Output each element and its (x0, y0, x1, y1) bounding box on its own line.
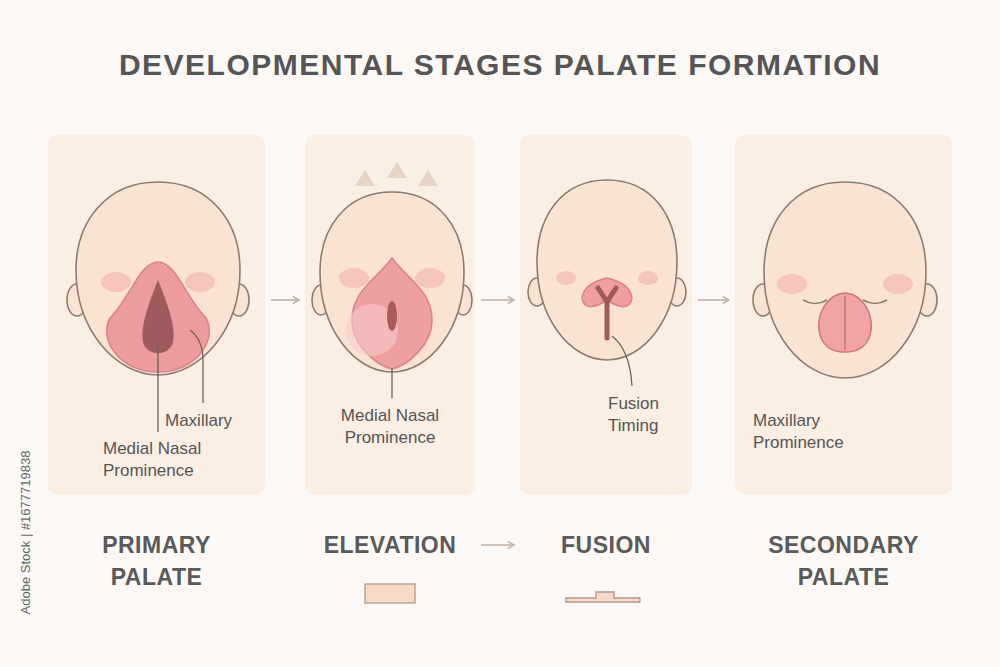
face-primary (185, 272, 215, 292)
stage-icon (566, 592, 640, 602)
stage-heading: ELEVATION (305, 530, 475, 562)
part-label: Fusion Timing (608, 393, 688, 437)
part-label: Maxillary (165, 410, 257, 432)
face-elevation (415, 268, 445, 288)
face-secondary (764, 182, 926, 378)
stage-panel: Medial Nasal ProminenceELEVATION (305, 135, 475, 600)
panel-ground (305, 135, 475, 495)
stage-heading: FUSION (521, 530, 691, 562)
leader-line (157, 345, 158, 432)
stage-panel: Fusion TimingFUSION (520, 135, 692, 600)
watermark: Adobe Stock | #1677719838 (18, 423, 33, 643)
leader-line (391, 368, 392, 398)
stage-arrow (271, 299, 299, 301)
face-elevation (418, 170, 438, 186)
part-label: Medial Nasal Prominence (103, 438, 223, 482)
part-label: Medial Nasal Prominence (325, 405, 455, 449)
face-secondary (819, 293, 872, 352)
face-primary (101, 272, 131, 292)
leader-line (612, 336, 632, 386)
panel-ground (48, 135, 952, 495)
stage-arrow (481, 299, 514, 301)
part-label: Maxillary Prominence (753, 410, 875, 454)
face-secondary (753, 182, 937, 378)
diagram-title: DEVELOPMENTAL STAGES PALATE FORMATION (0, 48, 1000, 82)
face-fusion (537, 180, 677, 360)
stage-icon (365, 584, 415, 603)
face-elevation (312, 162, 472, 372)
stage-panel: MaxillaryMedial Nasal ProminencePRIMARY … (48, 135, 265, 600)
face-elevation (355, 170, 375, 186)
stage-panel: Maxillary ProminenceSECONDARY PALATE (735, 135, 952, 600)
face-primary (142, 280, 173, 353)
face-elevation (387, 301, 397, 331)
face-fusion (638, 271, 658, 285)
face-secondary (883, 274, 913, 294)
face-secondary (844, 296, 846, 350)
stage-heading: PRIMARY PALATE (72, 530, 242, 593)
stage-arrow (698, 299, 729, 301)
panel-ground (48, 135, 265, 495)
face-secondary (777, 274, 807, 294)
face-fusion (598, 288, 616, 338)
leader-line (190, 330, 203, 403)
stage-arrow (481, 544, 514, 546)
face-elevation (320, 192, 464, 372)
stage-icon (365, 584, 640, 603)
stage-heading: SECONDARY PALATE (759, 530, 929, 593)
panel-ground (735, 135, 952, 495)
face-fusion (528, 180, 686, 360)
face-elevation (339, 268, 369, 288)
face-elevation (387, 162, 407, 178)
face-fusion (556, 271, 576, 285)
panel-ground (520, 135, 692, 495)
